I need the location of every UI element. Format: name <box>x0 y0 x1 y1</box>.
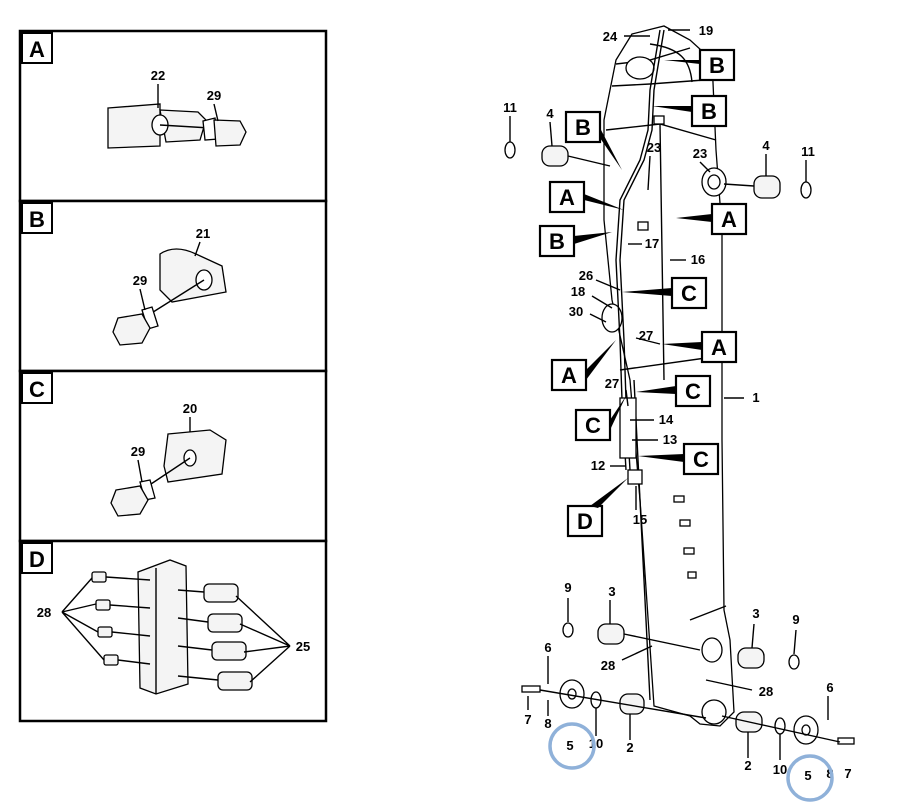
part-label: 18 <box>571 284 585 299</box>
panel-part-label: 25 <box>296 639 310 654</box>
part-label: 5 <box>566 738 573 753</box>
callout-letter: A <box>721 207 737 232</box>
part-label: 8 <box>544 716 551 731</box>
highlight-circle <box>786 754 834 802</box>
callout-letter: D <box>577 509 593 534</box>
part-label: 2 <box>626 740 633 755</box>
panel-letter: C <box>29 377 45 402</box>
detail-panel-c: C 20 29 <box>18 369 328 543</box>
part-label: 6 <box>544 640 551 655</box>
panel-part-label: 29 <box>133 273 147 288</box>
part-label: 4 <box>546 106 554 121</box>
panel-part-label: 29 <box>131 444 145 459</box>
part-label: 3 <box>752 606 759 621</box>
part-label: 1 <box>752 390 759 405</box>
part-labels: 24 19 11 4 23 4 11 23 17 16 26 18 30 27 … <box>503 23 851 783</box>
panel-part-label: 22 <box>151 68 165 83</box>
detail-panel-a: A 22 29 <box>18 29 328 203</box>
callout-letter: A <box>711 335 727 360</box>
part-label: 7 <box>844 766 851 781</box>
part-label: 6 <box>826 680 833 695</box>
detail-panel-b: B 21 29 <box>18 199 328 373</box>
leader-lines <box>509 29 829 760</box>
highlight-circles <box>548 722 834 802</box>
callout-letter: B <box>709 53 725 78</box>
part-label: 23 <box>693 146 707 161</box>
part-label: 3 <box>608 584 615 599</box>
callout-letter: A <box>559 185 575 210</box>
callout-letter: B <box>549 229 565 254</box>
callout-boxes: B B B A A B C <box>538 48 748 538</box>
part-label: 4 <box>762 138 770 153</box>
detail-panel-d: D 28 25 <box>18 539 328 723</box>
panel-letter: A <box>29 37 45 62</box>
boom-assembly <box>601 25 735 727</box>
panel-letter: B <box>29 207 45 232</box>
part-label: 13 <box>663 432 677 447</box>
part-label: 23 <box>647 140 661 155</box>
panel-part-label: 20 <box>183 401 197 416</box>
part-label: 9 <box>564 580 571 595</box>
part-label: 7 <box>524 712 531 727</box>
callout-letter: A <box>561 363 577 388</box>
callout-letter: B <box>575 115 591 140</box>
part-label: 14 <box>659 412 674 427</box>
part-label: 9 <box>792 612 799 627</box>
callout-letter: C <box>693 447 709 472</box>
part-label: 27 <box>639 328 653 343</box>
highlight-circle <box>548 722 596 770</box>
part-label: 11 <box>503 100 517 115</box>
part-label: 30 <box>569 304 583 319</box>
part-label: 19 <box>699 23 713 38</box>
panel-part-label: 21 <box>196 226 210 241</box>
part-label: 28 <box>759 684 773 699</box>
part-label: 26 <box>579 268 593 283</box>
part-label: 10 <box>773 762 787 777</box>
part-label: 11 <box>801 144 815 159</box>
part-label: 28 <box>601 658 615 673</box>
bushings-and-pins <box>504 141 855 745</box>
callout-letter: B <box>701 99 717 124</box>
callout-letter: C <box>685 379 701 404</box>
part-label: 15 <box>633 512 647 527</box>
panel-part-label: 29 <box>207 88 221 103</box>
part-label: 12 <box>591 458 605 473</box>
part-label: 5 <box>804 768 811 783</box>
panel-part-label: 28 <box>37 605 51 620</box>
part-label: 27 <box>605 376 619 391</box>
part-label: 17 <box>645 236 659 251</box>
callout-letter: C <box>681 281 697 306</box>
callout-letter: C <box>585 413 601 438</box>
part-label: 16 <box>691 252 705 267</box>
part-label: 24 <box>603 29 618 44</box>
panel-letter: D <box>29 547 45 572</box>
part-label: 2 <box>744 758 751 773</box>
